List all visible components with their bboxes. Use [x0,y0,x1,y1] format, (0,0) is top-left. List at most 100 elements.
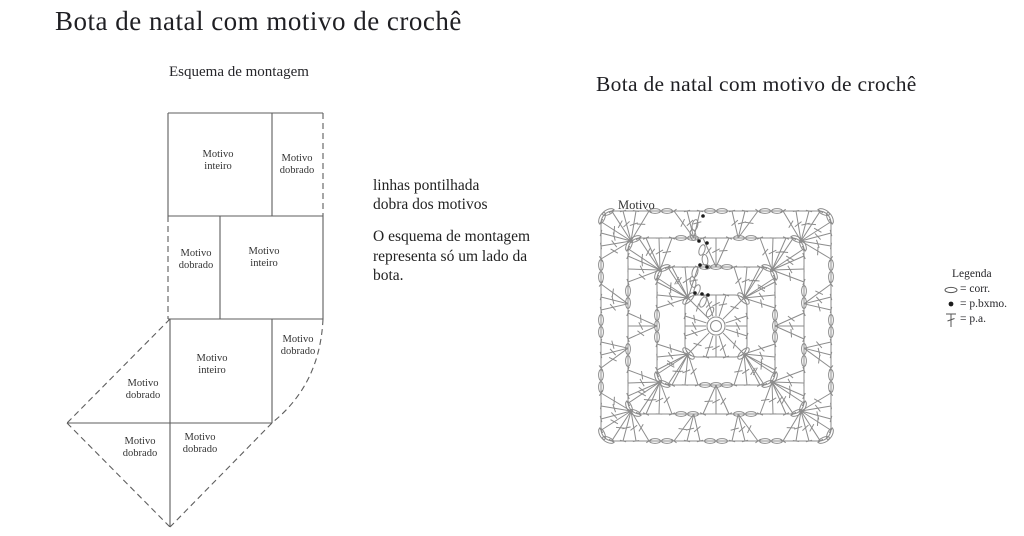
treble-top-bar [664,264,671,270]
treble-slash [788,322,794,330]
treble-top-bar [743,266,751,268]
treble-slash [768,249,777,255]
treble-top-bar [683,312,687,320]
treble-slash [761,398,770,401]
treble-slash [738,425,746,433]
treble-slash [630,424,638,431]
treble-stitch [600,303,629,311]
treble-top-bar [756,265,764,269]
treble-slash [666,360,675,366]
treble-slash [695,303,700,312]
treble-stitch [782,210,802,242]
chain-oval [598,381,604,393]
treble-stitch [795,410,802,442]
treble-top-bar [745,332,749,340]
treble-stitch [600,347,629,356]
treble-top-bar [802,335,806,343]
label-line: Motivo [249,246,280,257]
slip-stitch-dot-icon [942,296,960,312]
treble-top-bar [740,295,747,302]
treble-stitch [800,221,832,242]
label-line: inteiro [250,258,277,269]
label-line: dobrado [280,165,314,176]
treble-slash [788,272,791,281]
treble-stitch [743,297,776,309]
treble-stitch [600,296,629,305]
chain-oval [654,331,660,343]
chain-oval [716,438,728,444]
treble-slash [732,340,737,349]
treble-top-bar [790,411,797,417]
treble-slash [787,265,793,274]
chain-oval [649,208,661,214]
treble-stitch [684,353,689,386]
treble-slash [623,220,630,228]
legend-label-treble: = p.a. [960,312,986,325]
treble-top-bar [608,208,615,214]
treble-slash [779,251,789,254]
treble-top-bar [598,427,604,434]
treble-top-bar [685,295,692,302]
treble-top-bar [626,309,630,317]
treble-stitch [725,315,748,324]
treble-stitch [656,277,689,299]
start-chain-oval [693,284,701,296]
treble-top-bar [829,242,833,250]
treble-slash [813,227,822,233]
treble-top-bar [817,438,824,444]
treble-top-bar [801,400,807,407]
start-chain-oval [689,276,697,288]
treble-slash [809,423,815,432]
label-line: Motivo [181,248,212,259]
treble-stitch [725,328,748,337]
treble-stitch [705,335,714,358]
treble-slash [718,303,728,306]
treble-stitch [627,381,661,404]
label-line: dobrado [281,346,315,357]
treble-top-bar [599,229,603,237]
fold-dashed-line [169,422,273,528]
treble-stitch [658,381,661,415]
treble-slash [737,221,747,225]
start-chain-oval [699,296,707,308]
treble-slash [693,221,702,225]
center-ring-inner [710,320,722,332]
treble-slash [611,295,615,305]
slip-stitch-dot [706,293,710,297]
treble-slash [705,301,713,308]
treble-stitch [600,410,632,431]
treble-top-bar [681,384,689,386]
chain-oval [759,208,771,214]
chain-oval [598,369,604,381]
treble-slash [615,426,625,429]
treble-top-bar [756,236,764,240]
treble-slash [617,220,623,229]
legend-title: Legenda [952,268,992,280]
treble-stitch [743,353,776,371]
legend-row-slip-stitch: = p.bxmo. [942,296,1007,311]
treble-top-bar [774,353,776,361]
treble-top-bar [740,350,747,357]
treble-top-bar [635,235,642,241]
treble-stitch [743,353,748,386]
treble-slash [639,314,642,323]
treble-top-bar [656,291,658,299]
treble-slash [669,282,672,291]
treble-stitch [656,297,689,309]
treble-slash [678,428,687,431]
treble-stitch [743,343,776,355]
start-chain [689,214,715,318]
treble-slash [712,301,720,307]
treble-stitch [743,281,776,299]
treble-stitch [771,269,805,283]
treble-stitch [659,237,673,271]
treble-slash [668,292,673,301]
motif-crochet-chart: Motivo [598,198,834,444]
treble-stitch [600,347,629,369]
treble-stitch [731,413,739,442]
treble-stitch [800,240,832,247]
